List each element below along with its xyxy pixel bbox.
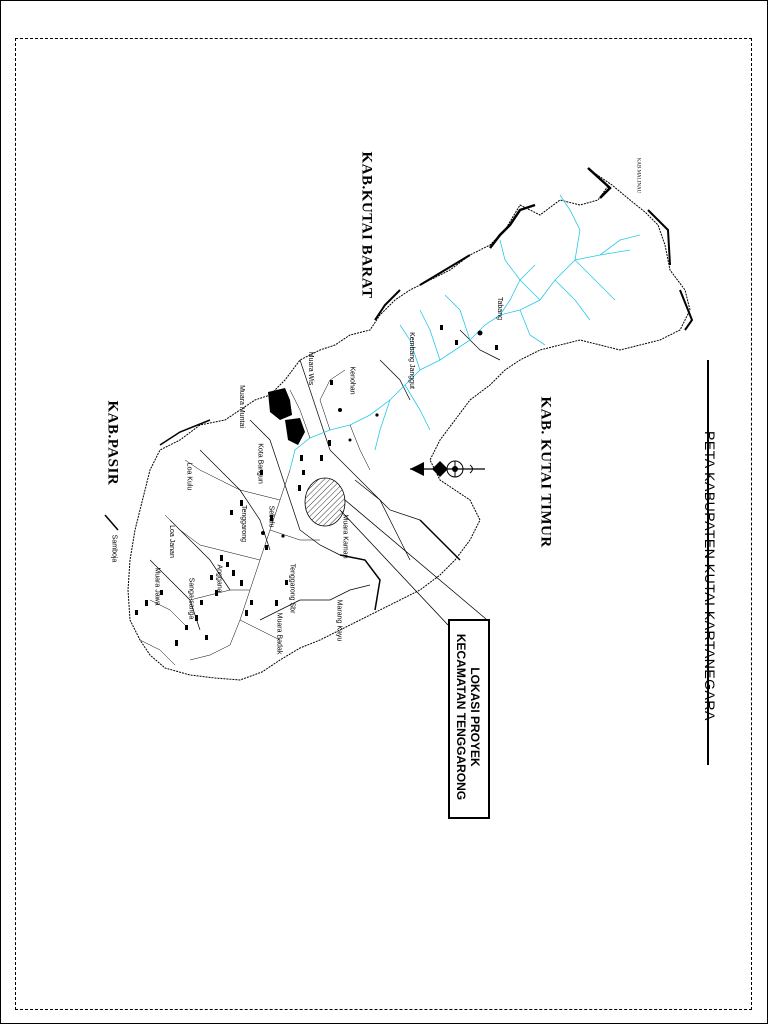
project-area-marker [304,477,346,527]
north-arrow-icon [410,460,485,478]
boundary-segment [489,203,536,249]
place-loa-janan: Loa Janan [167,525,175,558]
boundary-segment [587,167,612,199]
place-sanga-sanga: Sanga-sanga [187,577,195,620]
place-muara-badak: Muara Badak [275,612,283,655]
place-loa-kulu: Loa Kulu [185,462,193,491]
map-frame [15,38,752,1010]
place-muara-wis: Muara Wis [307,351,315,386]
map-title: PETA KABUPATEN KUTAI KARTANEGARA [702,431,718,721]
lake-jempang [268,388,292,420]
project-location-line1: LOKASI PROYEK [468,667,482,767]
project-location-label: LOKASI PROYEK KECAMATAN TENGGARONG [454,619,482,815]
regency-boundary [127,169,691,681]
minor-rivers [139,369,371,666]
place-kenohan: Kenohan [348,366,356,395]
leader-line [339,509,449,626]
lake-semayang [285,418,305,445]
place-tenggarong: Tenggarong [239,505,247,542]
boundary-segment [159,419,211,446]
region-label-pasir: KAB.PASIR [104,400,121,486]
boundary-segment [374,289,401,321]
boundary-segment [104,514,119,531]
place-sebulu: Sebulu [267,505,275,528]
leader-line [344,499,487,620]
settlement-marks [135,325,498,646]
place-anggana: Anggana [215,564,223,593]
place-tabang: Tabang [495,297,503,320]
region-label-kutai-timur: KAB. KUTAI TIMUR [537,396,554,548]
place-marang-kayu: Marang Kayu [335,599,343,642]
rivers [289,194,641,471]
boundary-segment [647,209,671,266]
place-samboja: Samboja [110,534,118,563]
boundary-segment [339,554,381,611]
place-tenggarong-sbr: Tenggarong Sbr [288,563,296,614]
place-muara-jawa: Muara Jawa [153,567,161,606]
project-location-box [448,619,490,819]
region-label-kutai-barat: KAB.KUTAI BARAT [358,151,375,299]
region-label-malinau: KAB.MALINAU [635,157,641,194]
town-dots [261,330,483,538]
place-kota-bangun: Kota Bangun [256,443,264,484]
boundary-segment [679,289,694,331]
boundary-segment [419,254,471,286]
place-muara-muntai: Muara Muntai [237,385,245,428]
place-kembang-janggut: Kembang Janggut [407,332,415,389]
district-lines [149,329,501,631]
boundary-segment [419,519,461,561]
place-muara-kaman: Muara Kaman [341,514,349,559]
project-location-line2: KECAMATAN TENGGARONG [454,633,468,801]
